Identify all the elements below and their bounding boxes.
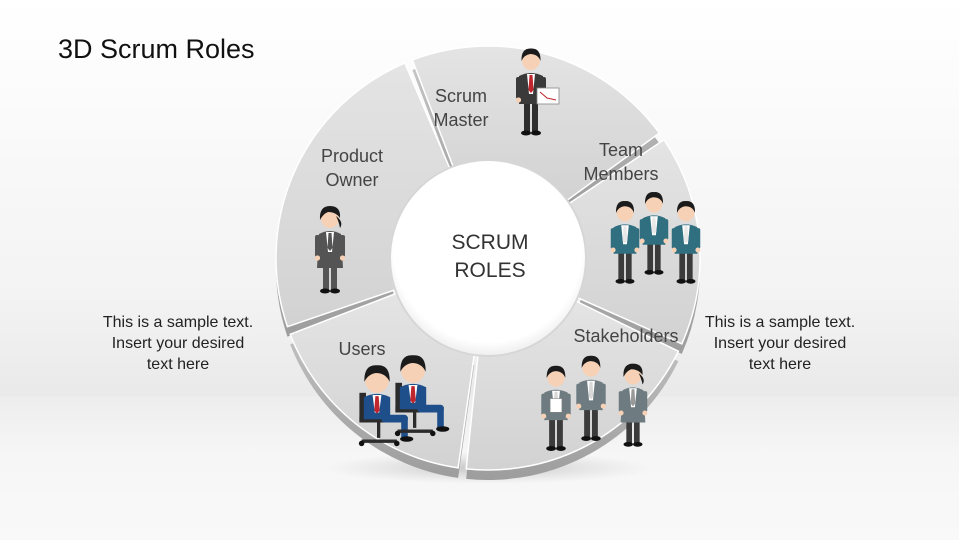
- center-hole: [389, 159, 587, 357]
- side-note-left: This is a sample text. Insert your desir…: [78, 312, 278, 375]
- chart-board-icon: [536, 87, 560, 105]
- team-member-figure: [610, 201, 640, 284]
- segment-label-line: Team: [599, 140, 643, 160]
- slide-title: 3D Scrum Roles: [58, 34, 255, 64]
- people-illustrations: [314, 48, 701, 451]
- side-note-right: This is a sample text. Insert your desir…: [680, 312, 880, 375]
- user-figure-seated: [394, 355, 450, 437]
- segment-label-product-owner: Product Owner: [321, 146, 383, 190]
- side-note-left-line2: Insert your desired: [111, 335, 245, 352]
- scrum-master-figure: [515, 48, 560, 136]
- side-note-left-line1: This is a sample text.: [102, 314, 254, 331]
- stakeholder-figure: [576, 355, 606, 441]
- segment-label-line: Product: [321, 146, 383, 166]
- segment-label-stakeholders: Stakeholders: [573, 326, 678, 346]
- segment-label-line: Owner: [325, 170, 378, 190]
- team-member-figure: [639, 192, 669, 275]
- segment-label-line: Master: [433, 110, 488, 130]
- segment-label-users: Users: [338, 339, 385, 359]
- segment-label-line: Users: [338, 339, 385, 359]
- team-member-figure: [671, 201, 701, 284]
- segment-label-line: Members: [583, 164, 658, 184]
- user-figure-seated: [358, 365, 414, 447]
- segment-label-line: Scrum: [435, 86, 487, 106]
- segment-label-scrum-master: Scrum Master: [433, 86, 488, 130]
- product-owner-figure: [314, 206, 346, 294]
- stakeholder-figure: [541, 365, 571, 451]
- segment-label-line: Stakeholders: [573, 326, 678, 346]
- segment-label-team-members: Team Members: [583, 140, 658, 184]
- side-note-left-line3: text here: [146, 356, 210, 373]
- document-icon: [549, 398, 563, 413]
- side-note-right-line3: text here: [748, 356, 812, 373]
- center-label-line1: SCRUM: [452, 231, 529, 254]
- side-note-right-line2: Insert your desired: [713, 335, 847, 352]
- side-note-right-line1: This is a sample text.: [704, 314, 856, 331]
- stakeholder-figure: [618, 363, 648, 447]
- center-label-line2: ROLES: [454, 259, 525, 282]
